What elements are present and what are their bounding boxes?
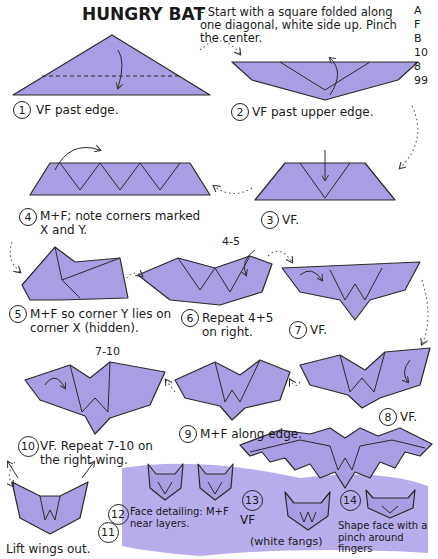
heading-note: - Start with a square folded along one d… (200, 6, 400, 46)
step-number-circle: 5 (9, 305, 27, 323)
step-instruction: Shape face with a pinch around fingers (338, 520, 434, 555)
step-number: 4 (25, 212, 32, 223)
step-number-circle: 7 (289, 321, 307, 339)
step-number: 11 (101, 527, 115, 538)
step-instruction: VF. (282, 214, 322, 228)
step-instruction: VF past upper edge. (252, 106, 402, 120)
step-number: 7 (295, 325, 302, 336)
step-instruction: 4-5 (222, 236, 256, 249)
author-mark: B (414, 33, 436, 46)
step-instruction: M+F so corner Y lies on corner X (hidden… (30, 308, 178, 336)
step-instruction: VF past edge. (36, 104, 166, 118)
author-mark: 99 (414, 75, 436, 88)
step-number: 1 (19, 105, 26, 116)
step-instruction: 7-10 (95, 346, 135, 359)
step-number-circle: 9 (179, 425, 197, 443)
step-number-circle: 4 (19, 208, 37, 226)
author-mark: 8 (414, 61, 436, 74)
step-number-circle: 6 (181, 309, 199, 327)
author-mark: A (414, 5, 436, 18)
step-instruction: VF. Repeat 7-10 on the right wing. (40, 440, 172, 468)
step-instruction: Lift wings out. (6, 543, 116, 557)
step-number-circle: 13 (242, 490, 263, 511)
step-number-circle: 14 (340, 490, 361, 511)
step-number: 6 (187, 313, 194, 324)
step-instruction: VF. (400, 411, 434, 425)
step-number-circle: 3 (261, 211, 279, 229)
step-number: 2 (237, 107, 244, 118)
step-instruction: Repeat 4+5 on right. (202, 312, 277, 340)
step-number: 5 (15, 309, 22, 320)
step-number: 10 (21, 441, 35, 452)
step-instruction: Face detailing: M+F near layers. (130, 506, 238, 529)
step-number-circle: 12 (108, 504, 129, 525)
step-number: 8 (385, 412, 392, 423)
step-number-circle: 8 (379, 408, 397, 426)
step-number-circle: 10 (18, 436, 39, 457)
step-number: 12 (111, 509, 125, 520)
step-instruction: M+F; note corners marked X and Y. (40, 210, 210, 238)
author-mark: F (414, 19, 436, 32)
step-instruction: VF (240, 514, 264, 528)
step-number: 9 (185, 429, 192, 440)
step-number-circle: 1 (13, 101, 31, 119)
author-mark: 10 (414, 47, 436, 60)
step-instruction: M+F along edge. (200, 428, 310, 442)
step-instruction: (white fangs) (250, 536, 350, 549)
step-number-circle: 2 (231, 103, 249, 121)
step-number: 14 (343, 495, 357, 506)
step-number: 3 (267, 215, 274, 226)
step-instruction: VF. (310, 324, 350, 338)
title: HUNGRY BAT (82, 5, 205, 25)
step-number-circle: 11 (98, 522, 119, 543)
step-number: 13 (245, 495, 259, 506)
